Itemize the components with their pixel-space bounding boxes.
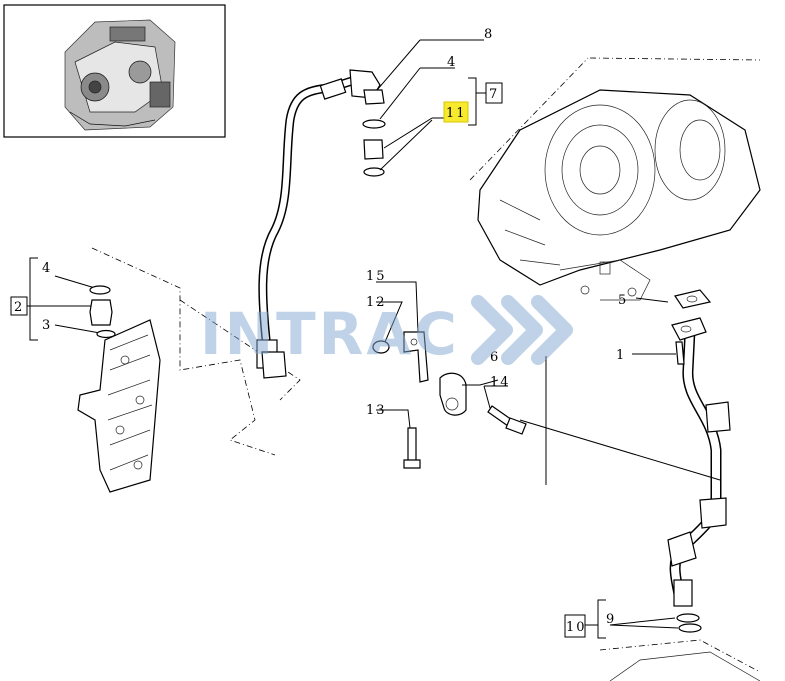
callout-5[interactable]: 5 [618,293,628,308]
hose-clamp-icon [705,401,731,433]
stud-1-icon [675,341,685,365]
callout-4-upper[interactable]: 4 [447,55,457,70]
turbocharger[interactable] [469,57,761,301]
washer-3-icon [96,329,116,339]
callout-10[interactable]: 10 [566,620,587,635]
bolt-13-icon [407,427,417,463]
callout-14[interactable]: 14 [490,375,511,390]
callout-1[interactable]: 1 [616,348,626,363]
callout-9[interactable]: 9 [606,612,616,627]
reference-lines [519,356,761,681]
drain-flange-icon [671,317,707,341]
callout-7[interactable]: 7 [489,87,499,102]
watermark-text: INTRAC [200,300,460,368]
pressure-sensor-icon [89,299,113,326]
seal-ring-icon [363,167,385,177]
o-ring-4-icon [89,285,111,295]
banjo-nut-icon [261,351,287,379]
callout-2[interactable]: 2 [14,300,24,315]
callout-11[interactable]: 11 [446,106,467,121]
adapter-icon [363,139,384,160]
engine-thumbnail[interactable] [3,4,226,138]
bracket-group[interactable] [372,281,527,469]
timing-housing-outline [77,247,301,493]
o-ring-9a-icon [676,613,700,623]
o-ring-icon [362,119,386,129]
bracket-15-icon [403,331,429,383]
oil-drain-pipe[interactable] [564,289,731,639]
o-ring-9b-icon [678,623,702,633]
gasket-5-icon [674,289,712,309]
callout-15[interactable]: 15 [366,269,387,284]
nut-12-icon [372,340,390,354]
callout-4-left[interactable]: 4 [42,261,52,276]
watermark-chevrons-icon [471,295,573,365]
fittings-7-group[interactable] [362,39,503,177]
fitting-nut-icon [363,89,385,105]
callout-11-highlight [443,101,469,123]
callout-12[interactable]: 12 [366,295,387,310]
callout-13[interactable]: 13 [366,403,387,418]
callout-8[interactable]: 8 [484,27,494,42]
sensor-group-2[interactable] [10,257,116,341]
callout-3[interactable]: 3 [42,318,52,333]
callout-6[interactable]: 6 [490,350,500,365]
watermark: INTRAC [200,295,573,368]
clamp-6-icon [439,372,467,416]
